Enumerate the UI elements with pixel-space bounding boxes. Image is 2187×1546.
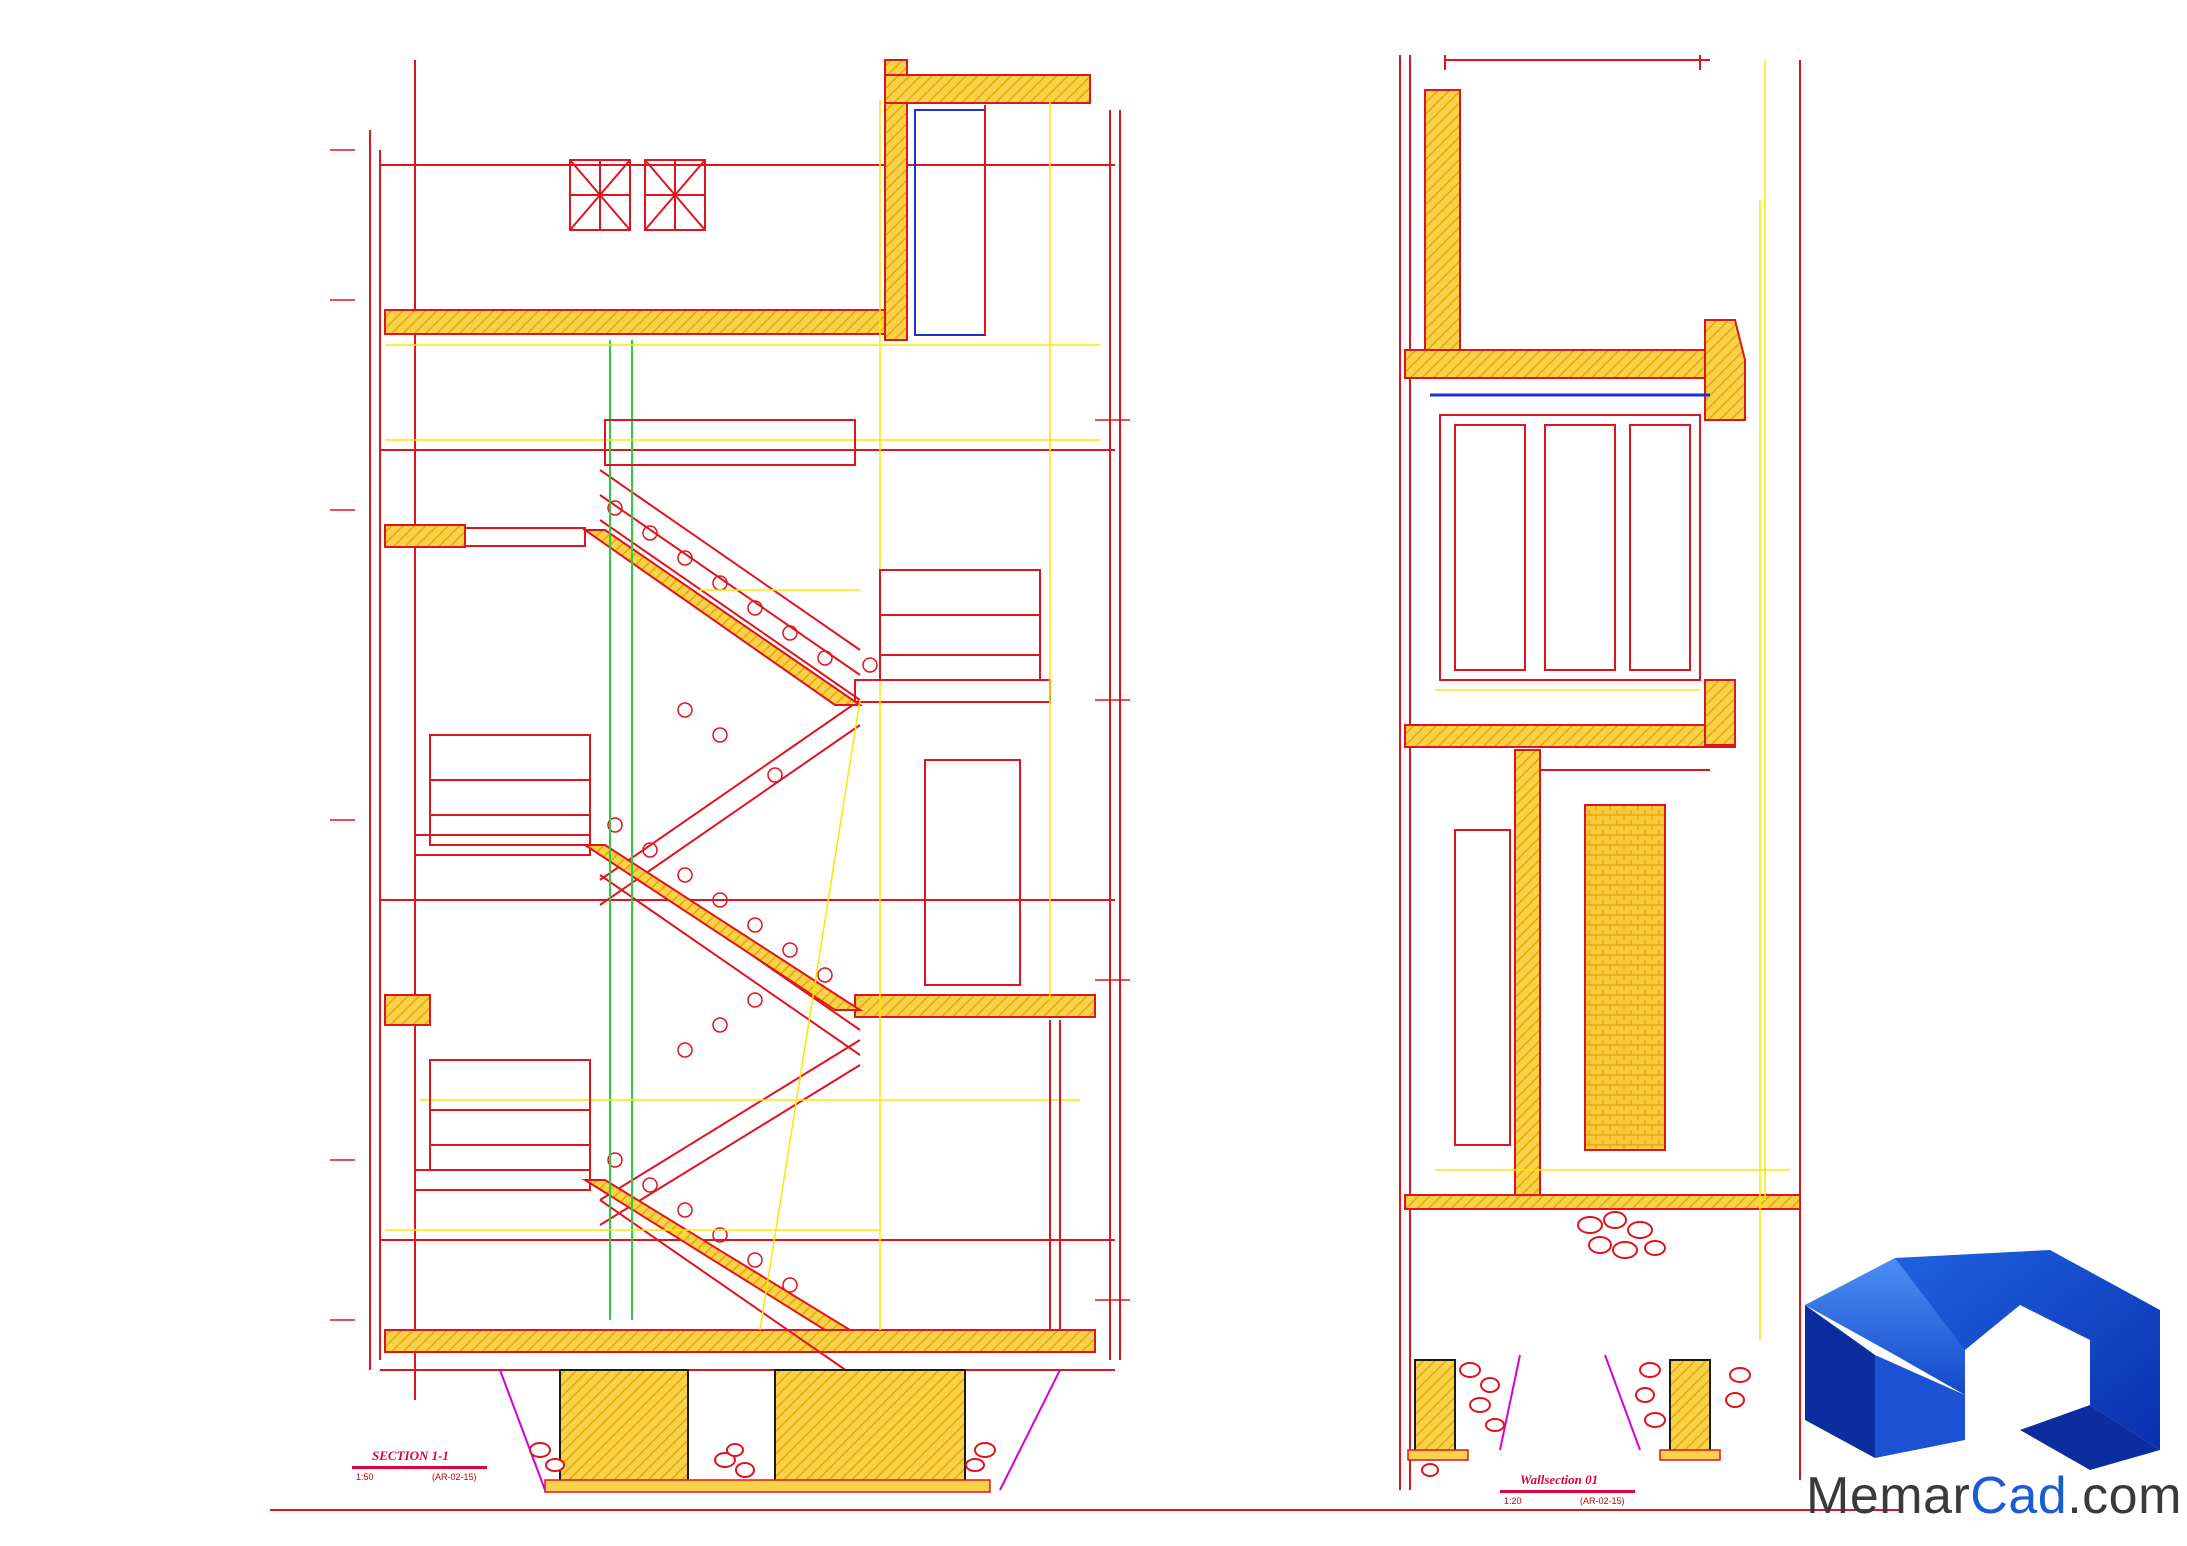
wallsection-01-ref: (AR-02-15) — [1580, 1496, 1625, 1506]
stair-flights — [581, 529, 864, 1331]
brick-infill — [1584, 804, 1666, 1151]
wallsection-roof-slab — [1404, 349, 1736, 379]
stair-tower-roof — [884, 74, 1091, 104]
roof-slab — [384, 309, 886, 335]
section-1-1-title-underline — [352, 1466, 487, 1469]
section-1-1-drawing — [270, 59, 1900, 1511]
stair-tower-wall — [884, 59, 908, 341]
section-1-1-ref: (AR-02-15) — [432, 1472, 477, 1482]
logo-name-suffix: .com — [2067, 1467, 2182, 1525]
logo-name-main: Memar — [1806, 1467, 1971, 1525]
wallsection-01-title: Wallsection 01 — [1520, 1472, 1599, 1487]
ground-slab — [384, 1329, 1096, 1353]
memarcad-logo-mark — [1805, 1250, 2160, 1470]
stair-nosing-circles — [607, 500, 878, 1293]
wallsection-01-drawing — [1399, 55, 1801, 1490]
memarcad-logo-text: MemarCad.com — [1806, 1466, 2182, 1526]
wallsection-01-scale: 1:20 — [1504, 1496, 1522, 1506]
wallsection-footings — [1407, 1354, 1751, 1477]
logo-name-accent: Cad — [1970, 1467, 2068, 1525]
section-1-1-footings — [499, 1369, 1061, 1493]
section-1-1-scale: 1:50 — [356, 1472, 374, 1482]
wallsection-01-title-underline — [1500, 1490, 1635, 1493]
roof-vents — [569, 159, 706, 231]
section-1-1-title: SECTION 1-1 — [372, 1448, 449, 1463]
